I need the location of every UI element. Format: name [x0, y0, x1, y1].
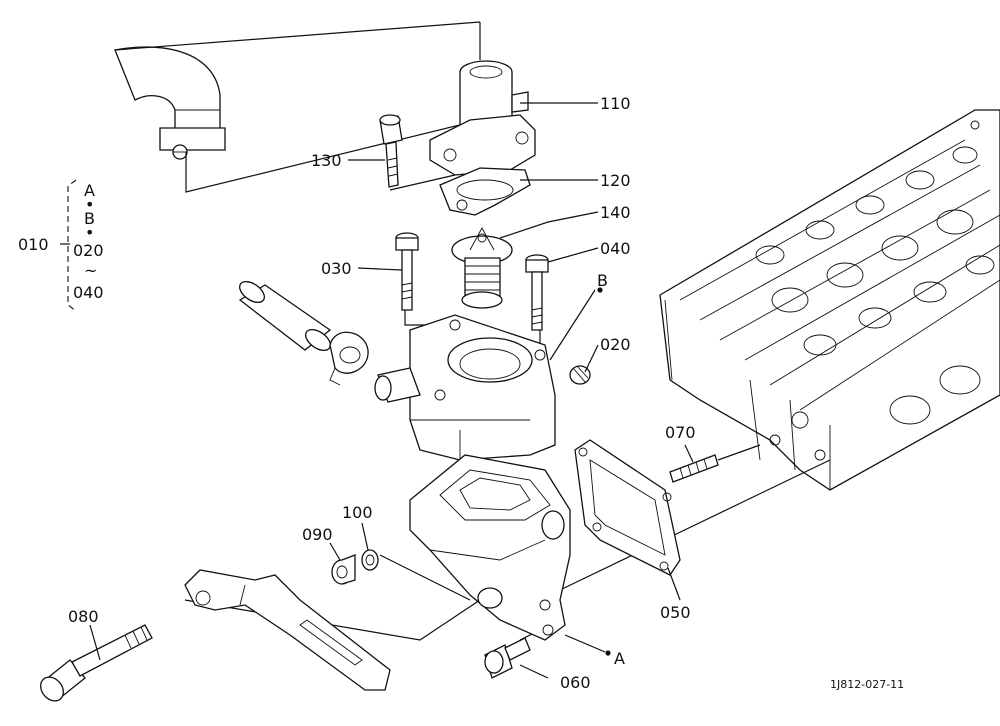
group-line-b: B — [84, 209, 95, 228]
group-line-020: 020 — [73, 241, 104, 260]
plug-020 — [569, 365, 591, 385]
ref-mark-b: B — [597, 271, 608, 290]
water-outlet-110 — [429, 60, 536, 176]
thermostat-housing — [374, 314, 556, 461]
group-dot-2: • — [85, 223, 94, 242]
bolt-040 — [525, 254, 549, 331]
callout-110: 110 — [600, 94, 631, 113]
lower-housing — [409, 454, 571, 641]
callout-120: 120 — [600, 171, 631, 190]
ref-dot-a — [605, 650, 611, 656]
bolt-060 — [484, 637, 531, 679]
callout-010: 010 — [18, 235, 49, 254]
callout-090: 090 — [302, 525, 333, 544]
assembly-group: A • B • 020 ~ 040 — [67, 179, 104, 312]
stud-070 — [669, 444, 761, 483]
group-dot-1: • — [85, 195, 94, 214]
thermostat-140 — [451, 227, 513, 309]
callout-100: 100 — [342, 503, 373, 522]
bypass-hose — [238, 280, 369, 386]
ref-mark-a: A — [614, 649, 625, 668]
spacer-090 — [331, 554, 356, 585]
gasket-120 — [439, 167, 531, 216]
callout-060: 060 — [560, 673, 591, 692]
callout-080: 080 — [68, 607, 99, 626]
leader-lines — [60, 102, 694, 679]
cylinder-head — [659, 109, 1000, 491]
callout-050: 050 — [660, 603, 691, 622]
callout-040: 040 — [600, 239, 631, 258]
gasket-050 — [574, 439, 681, 576]
bolt-030 — [395, 232, 419, 311]
callout-140: 140 — [600, 203, 631, 222]
bolt-080 — [40, 624, 153, 702]
head-ports — [755, 120, 995, 461]
ref-dot-b — [597, 287, 603, 293]
callout-020: 020 — [600, 335, 631, 354]
callout-070: 070 — [665, 423, 696, 442]
drawing-code: 1J812-027-11 — [830, 678, 904, 691]
callout-130: 130 — [311, 151, 342, 170]
hose-elbow — [114, 46, 226, 160]
bracket — [184, 569, 391, 691]
washer-100 — [361, 549, 379, 571]
group-tilde: ~ — [84, 261, 97, 280]
group-line-040: 040 — [73, 283, 104, 302]
bolt-130 — [379, 114, 403, 188]
callout-030: 030 — [321, 259, 352, 278]
group-line-a: A — [84, 181, 95, 200]
